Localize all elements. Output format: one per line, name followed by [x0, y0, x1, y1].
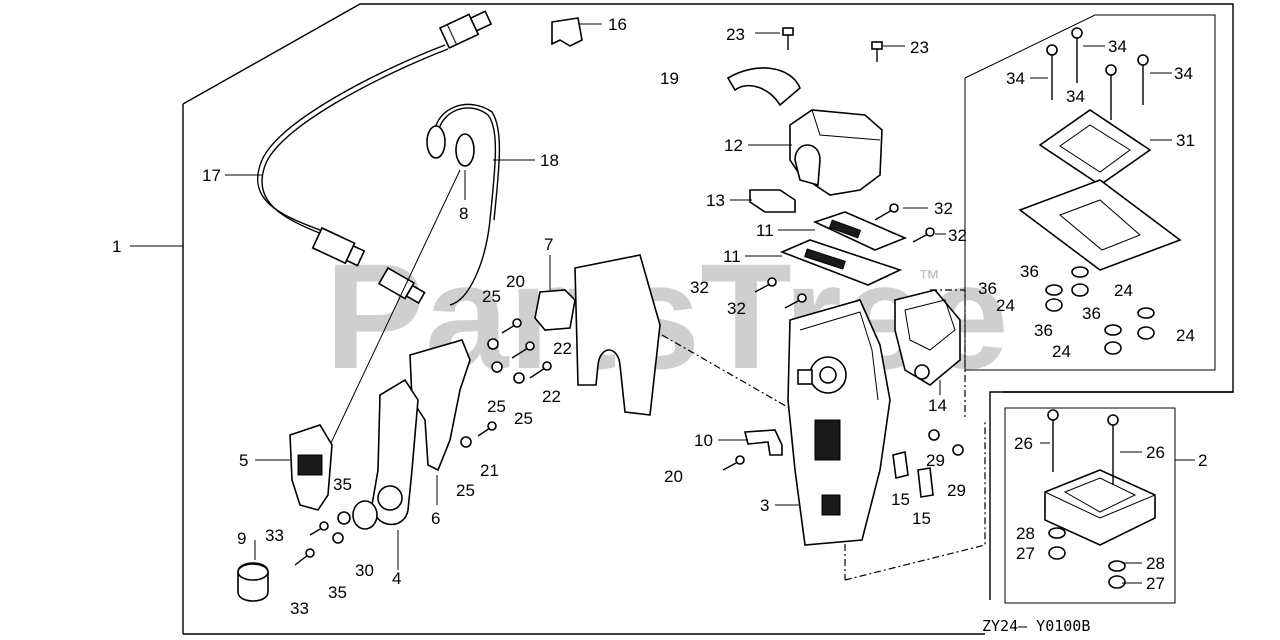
callout-1: 1	[112, 237, 121, 256]
grommet-7	[534, 289, 576, 331]
callout-18: 18	[540, 151, 559, 170]
callout-11a: 11	[756, 221, 774, 240]
cover-strip-19	[726, 67, 801, 107]
callout-21: 21	[480, 461, 499, 480]
clips-15	[892, 451, 934, 498]
washer-30	[352, 500, 378, 530]
callout-27b: 27	[1146, 574, 1165, 593]
callout-31: 31	[1176, 131, 1195, 150]
block-kit-2	[1044, 469, 1156, 546]
callout-8: 8	[459, 204, 468, 223]
callout-32a: 32	[934, 199, 953, 218]
callout-11b: 11	[723, 247, 741, 266]
control-body-3	[787, 299, 891, 546]
callout-30: 30	[355, 561, 374, 580]
callout-34a: 34	[1108, 37, 1127, 56]
callout-13: 13	[706, 191, 725, 210]
washers-and-nuts	[332, 266, 1155, 589]
callout-10: 10	[694, 431, 713, 450]
callout-6: 6	[431, 509, 440, 528]
callout-23a: 23	[726, 25, 745, 44]
callout-17: 17	[202, 166, 221, 185]
gasket-sheet	[574, 254, 661, 416]
wire-harness-17	[256, 10, 493, 267]
bracket-13	[749, 189, 796, 213]
callout-32d: 32	[727, 299, 746, 318]
plates-11	[779, 211, 908, 286]
callout-24c: 24	[1176, 326, 1195, 345]
callout-34d: 34	[1174, 64, 1193, 83]
callout-32c: 32	[690, 278, 709, 297]
callout-36a: 36	[1020, 262, 1039, 281]
gaskets-31	[1018, 109, 1182, 271]
callout-26a: 26	[1014, 434, 1033, 453]
callout-29a: 29	[926, 451, 945, 470]
kit-2-outline	[1004, 407, 1176, 604]
callout-16: 16	[608, 15, 627, 34]
callout-7: 7	[544, 235, 553, 254]
callout-24b: 24	[996, 296, 1015, 315]
callout-27a: 27	[1016, 544, 1035, 563]
callout-14: 14	[928, 396, 947, 415]
callout-24a: 24	[1114, 281, 1133, 300]
callout-22b: 22	[542, 387, 561, 406]
housing-cover-12	[789, 109, 883, 196]
watermark-trademark: ™	[918, 265, 940, 290]
clip-16	[551, 17, 583, 47]
callout-34c: 34	[1066, 87, 1085, 106]
callout-20a: 20	[506, 272, 525, 291]
callout-25d: 25	[456, 481, 475, 500]
callout-3: 3	[760, 496, 769, 515]
leader-lines	[130, 23, 1195, 584]
callout-15a: 15	[891, 490, 910, 509]
callout-12: 12	[724, 136, 743, 155]
callout-36b: 36	[978, 279, 997, 298]
callout-5: 5	[239, 451, 248, 470]
callout-20b: 20	[664, 467, 683, 486]
callout-23b: 23	[910, 38, 929, 57]
assembly-outline	[182, 3, 1234, 635]
grommet-9	[237, 562, 269, 602]
callout-25b: 25	[487, 397, 506, 416]
callout-29b: 29	[947, 481, 966, 500]
arm-6	[409, 339, 471, 472]
diagram-code: ZY24— Y0100B	[982, 617, 1090, 635]
callout-32b: 32	[948, 226, 967, 245]
callout-33b: 33	[290, 599, 309, 618]
callout-26b: 26	[1146, 443, 1165, 462]
callout-28b: 28	[1146, 554, 1165, 573]
callout-4: 4	[392, 569, 401, 588]
callout-2: 2	[1198, 451, 1207, 470]
callout-34b: 34	[1006, 69, 1025, 88]
callout-35b: 35	[328, 583, 347, 602]
callout-22a: 22	[553, 339, 572, 358]
callout-36d: 36	[1034, 321, 1053, 340]
lever-14	[894, 289, 961, 386]
callout-28a: 28	[1016, 524, 1035, 543]
fasteners	[294, 27, 1149, 566]
callout-36c: 36	[1082, 304, 1101, 323]
callout-35a: 35	[333, 475, 352, 494]
callout-9: 9	[237, 529, 246, 548]
callout-33a: 33	[265, 526, 284, 545]
callout-labels: 1 2 3 4 5 6 7 8 9 10 11 11 12 13 14 15 1…	[112, 15, 1207, 618]
switch-harness-18	[329, 103, 501, 446]
bracket-10	[743, 429, 783, 456]
callout-15b: 15	[912, 509, 931, 528]
callout-25a: 25	[482, 287, 501, 306]
callout-19: 19	[660, 69, 679, 88]
callout-24d: 24	[1052, 342, 1071, 361]
callout-25c: 25	[514, 409, 533, 428]
